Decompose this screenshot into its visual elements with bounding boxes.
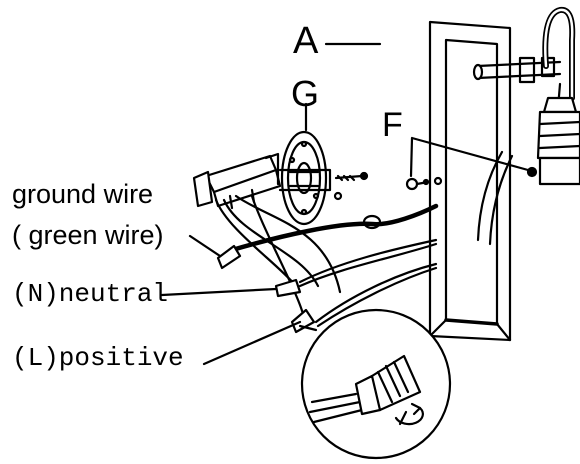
junction-box [192, 152, 282, 210]
neutral-wire-label: (N)neutral [12, 279, 169, 309]
backplate [428, 20, 512, 342]
part-f-label: F [382, 106, 403, 144]
wires [214, 194, 439, 328]
ground-wire-label: ground wire [12, 179, 154, 209]
part-a-label: A [293, 20, 319, 62]
positive-wire-label: (L)positive [12, 343, 184, 373]
magnifier-detail [298, 308, 452, 460]
mounting-plate-g [278, 102, 369, 226]
part-g-label: G [291, 73, 320, 114]
lamp-arm [472, 6, 576, 246]
label-pointers [160, 234, 302, 366]
lamp-socket [526, 96, 580, 186]
green-wire-label: ( green wire) [12, 220, 164, 250]
pointer-lines-f [409, 136, 530, 178]
wire-nuts [216, 244, 316, 334]
screw-f [405, 177, 430, 191]
